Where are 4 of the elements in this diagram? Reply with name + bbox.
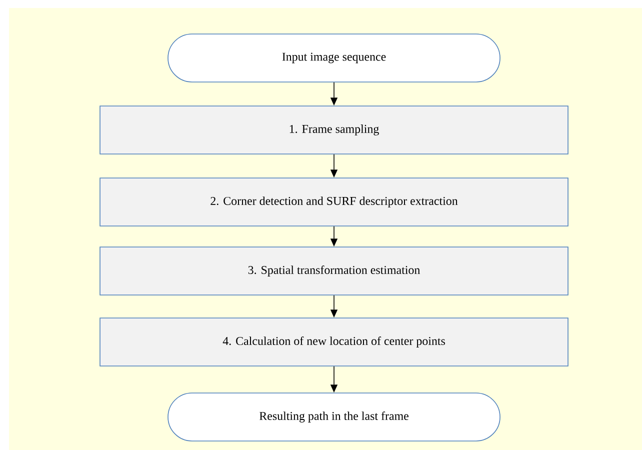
process-box: 1. Frame sampling [100, 106, 568, 154]
process-box: 4. Calculation of new location of center points [100, 318, 568, 366]
process-box: 3. Spatial transformation estimation [100, 246, 568, 296]
process-box: 2. Corner detection and SURF descriptor extraction [100, 178, 568, 226]
